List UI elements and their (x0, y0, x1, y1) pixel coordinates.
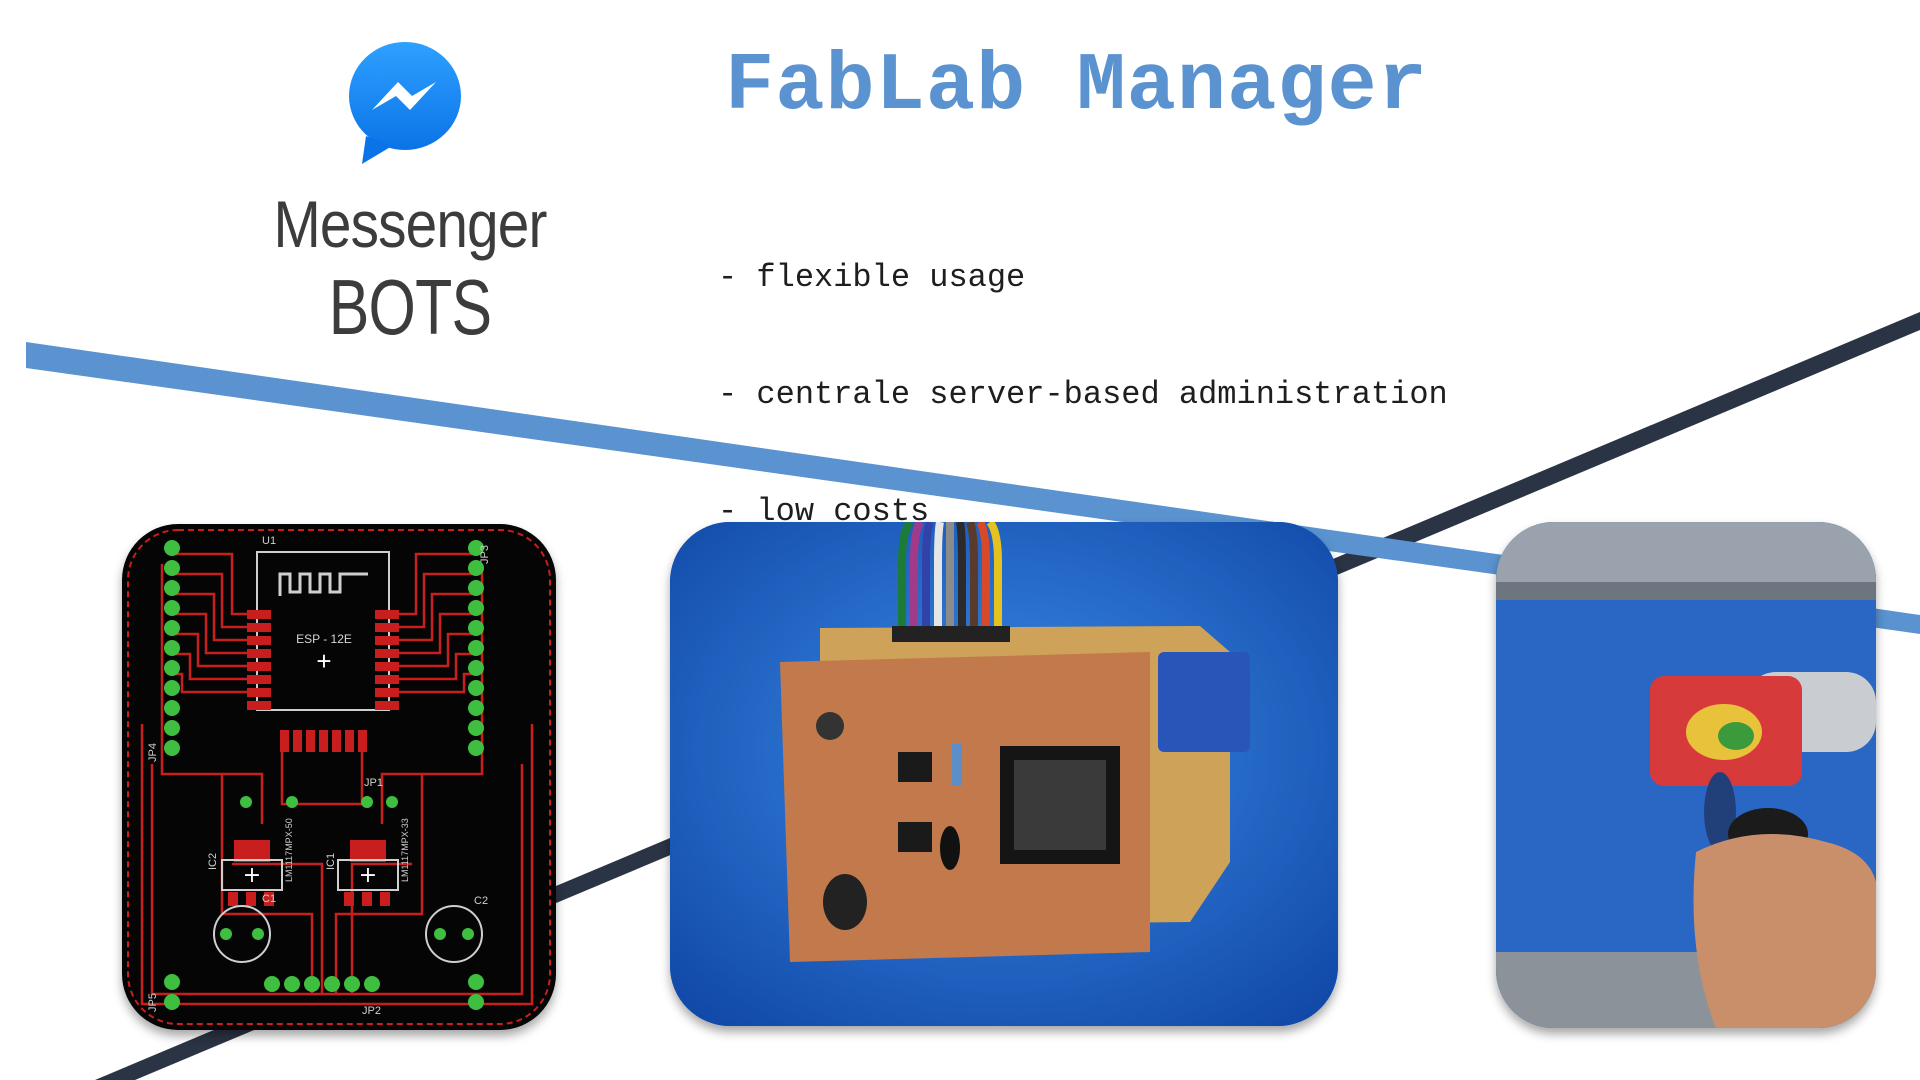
key-reader-photo (1496, 522, 1876, 1028)
page-title: FabLab Manager (725, 40, 1428, 133)
key-reader-drawing (1496, 522, 1876, 1028)
c1-label: C1 (262, 893, 276, 905)
svg-text:+: + (359, 863, 377, 888)
blue-diagonal-band (26, 342, 1920, 634)
messenger-wordmark: Messenger (273, 187, 547, 261)
jp5-label: JP5 (147, 993, 159, 1012)
messenger-bolt-icon (349, 42, 461, 164)
jp4-label: JP4 (147, 743, 159, 762)
jp3-label: JP3 (479, 545, 491, 564)
jp1-label: JP1 (364, 777, 383, 789)
pcb-layout-drawing: ESP - 12E + U1 (127, 529, 551, 1025)
ic1-label: IC1 (325, 853, 337, 870)
regulator-label-1: LM1117MPX-50 (284, 818, 294, 882)
pcb-layout-image: ESP - 12E + U1 (122, 524, 556, 1030)
c2-label: C2 (474, 895, 488, 907)
u1-label: U1 (262, 535, 276, 547)
ic2-label: IC2 (207, 853, 219, 870)
feature-item: - centrale server-based administration (718, 376, 1448, 413)
regulator-label-2: LM1117MPX-33 (400, 818, 410, 882)
bots-wordmark: BOTS (328, 263, 492, 351)
messenger-logo (340, 38, 470, 166)
svg-text:+: + (316, 646, 331, 676)
assembled-board-photo (670, 522, 1338, 1026)
feature-item: - flexible usage (718, 259, 1026, 296)
jp2-label: JP2 (362, 1005, 381, 1017)
svg-text:+: + (243, 863, 261, 888)
esp-label: ESP - 12E (296, 632, 352, 646)
board-photo-drawing (670, 522, 1338, 1026)
